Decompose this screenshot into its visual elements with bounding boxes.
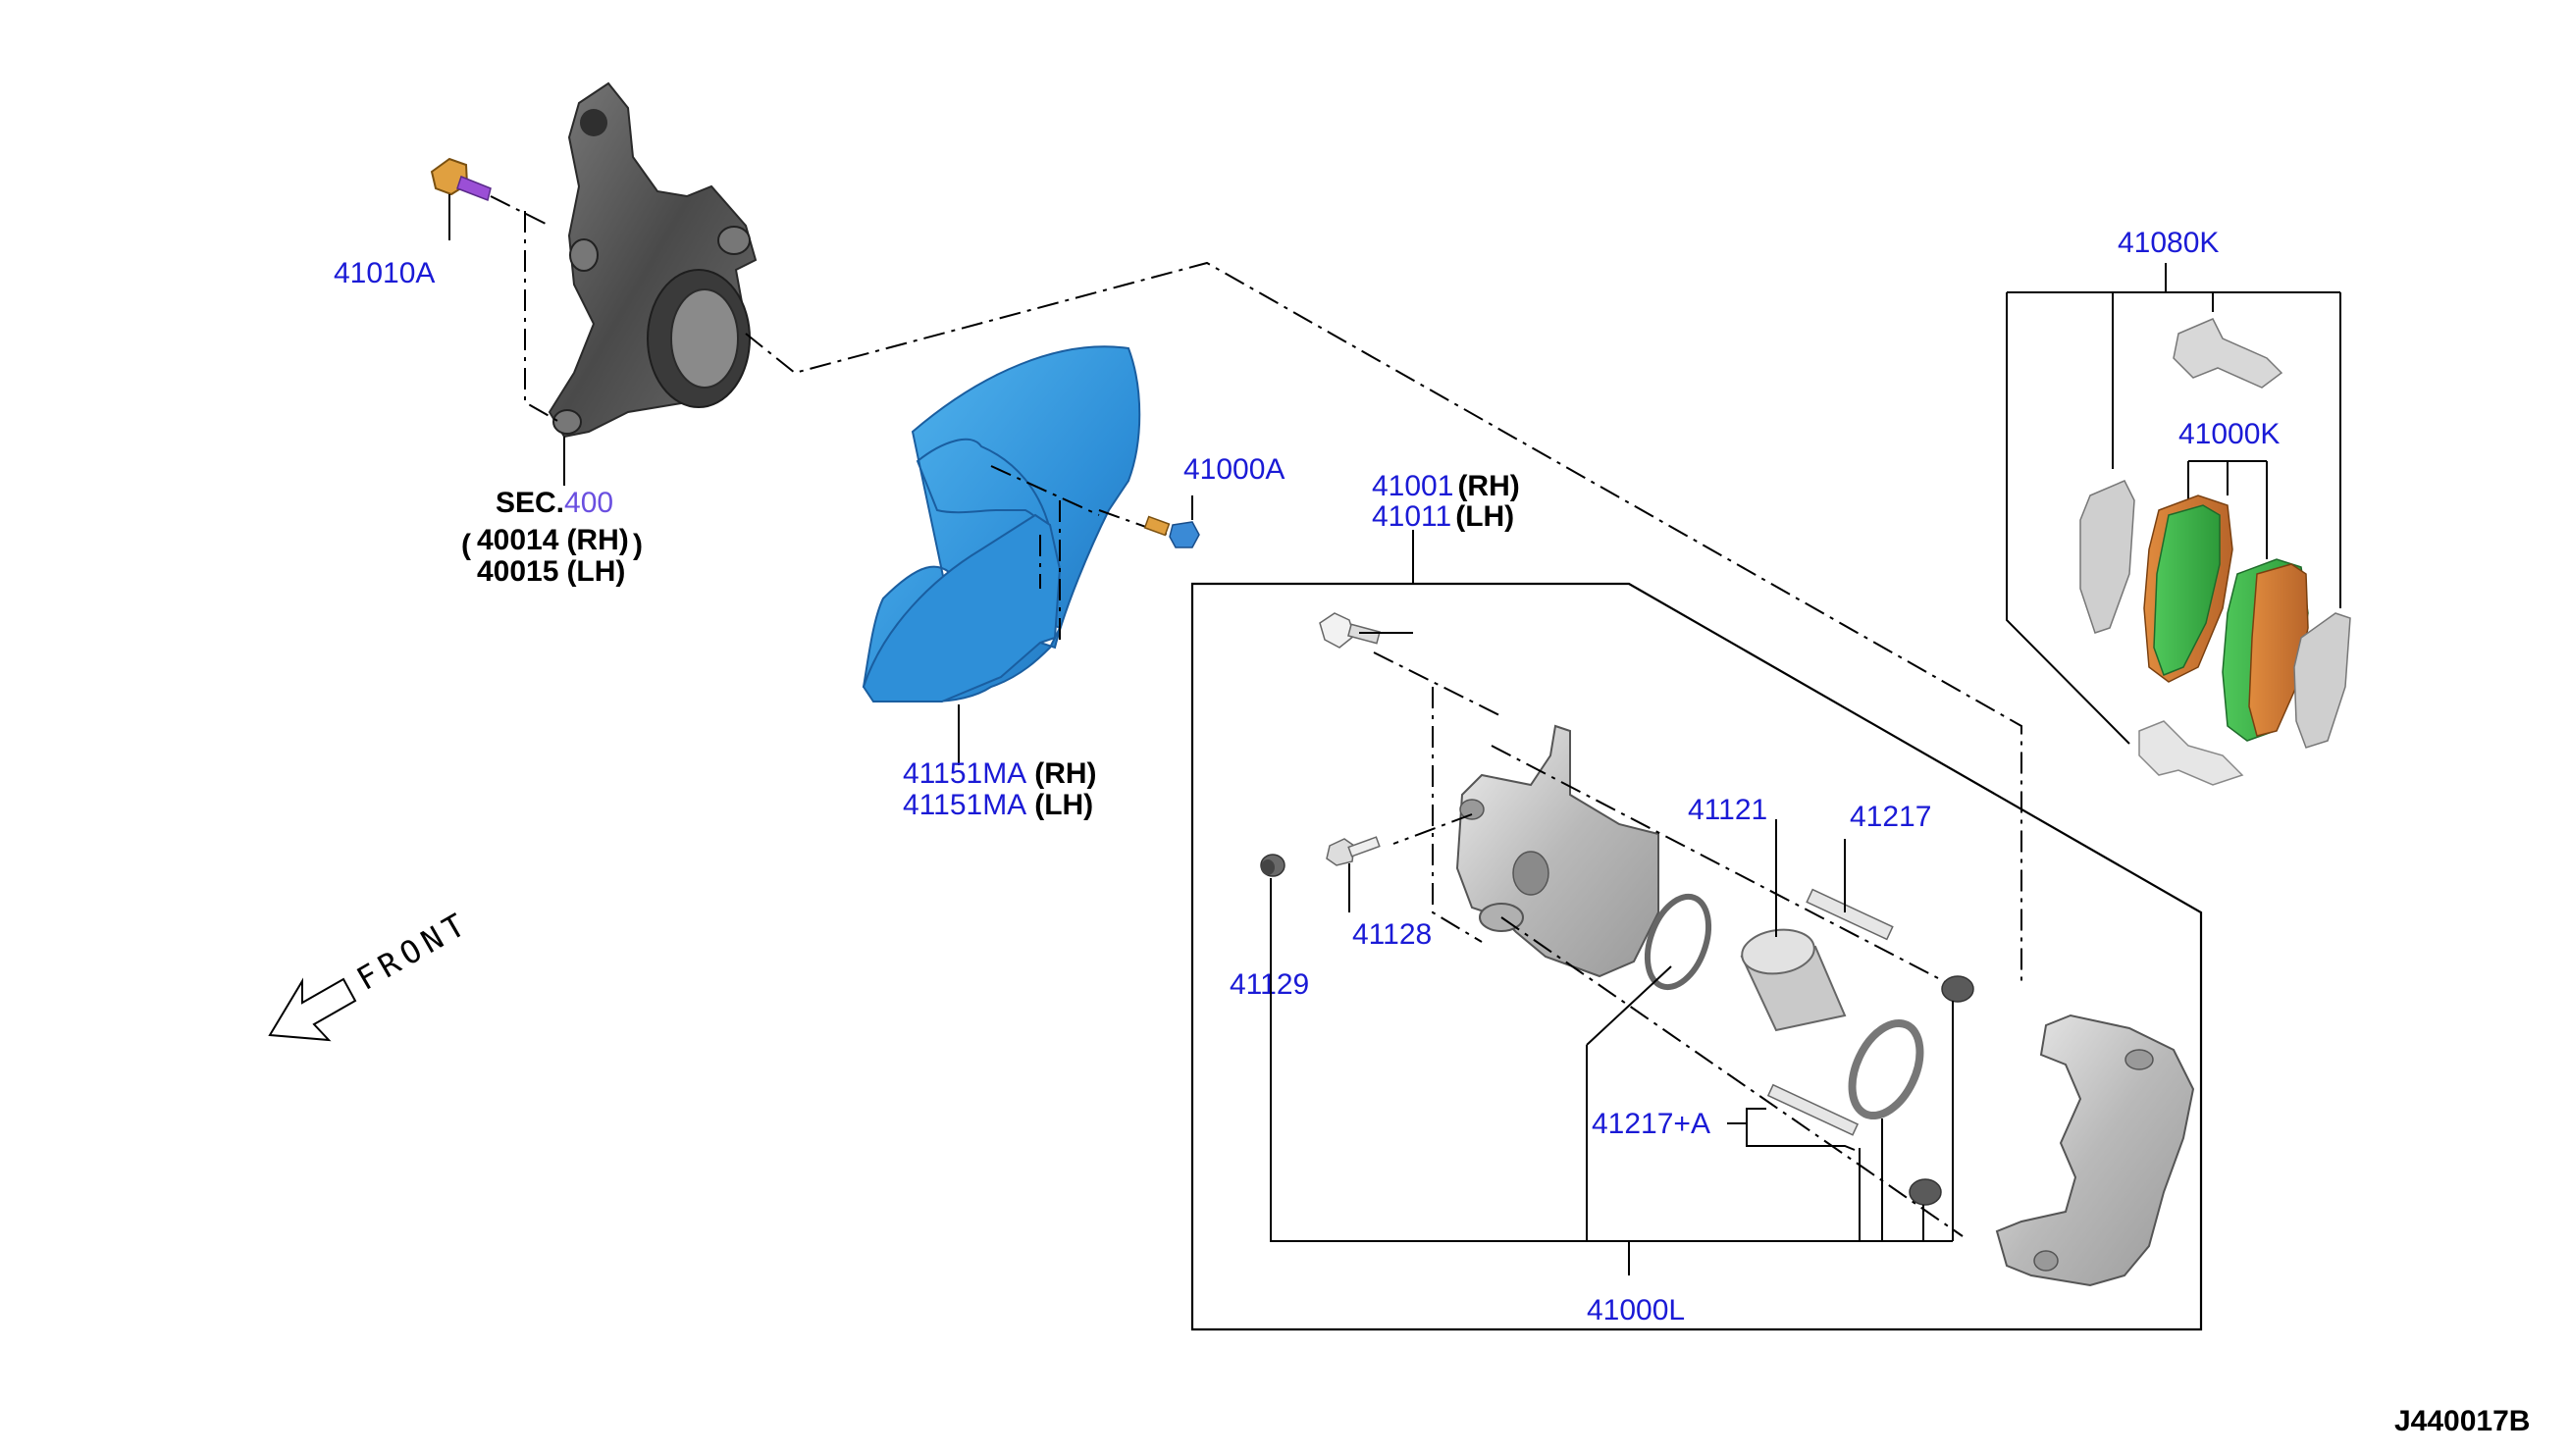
part-label-41121[interactable]: 41121 bbox=[1688, 794, 1767, 826]
shield-axis-1 bbox=[990, 465, 1100, 516]
part-label-41128[interactable]: 41128 bbox=[1352, 918, 1432, 951]
caliper-axis-v bbox=[1432, 687, 1483, 943]
front-arrow-icon bbox=[268, 977, 357, 1042]
dust-boot-ring[interactable] bbox=[1839, 1013, 1934, 1126]
splash-shield-group: 41000A 41151MA(RH) 41151MA(LH) bbox=[862, 345, 1285, 821]
splash-shield[interactable] bbox=[862, 345, 1141, 702]
part-number-40015: 40015 bbox=[477, 555, 558, 588]
bushing-upper[interactable] bbox=[1941, 975, 1974, 1003]
knuckle-group: 41010A SEC.400 ( ) 40014(RH) 40015(LH) bbox=[334, 81, 758, 588]
part-label-41011[interactable]: 41011(LH) bbox=[1372, 500, 1514, 533]
brake-pad-outer[interactable] bbox=[2222, 558, 2309, 742]
part-number-41151ma-rh: 41151MA bbox=[903, 757, 1026, 790]
brake-pad-inner[interactable] bbox=[2143, 494, 2233, 683]
bracket-open-left: ( bbox=[461, 529, 471, 561]
seal-41121[interactable] bbox=[1636, 888, 1719, 995]
caliper-body[interactable] bbox=[1455, 724, 1659, 978]
repair-kit-bracket bbox=[1270, 966, 1953, 1242]
anti-rattle-clip-upper[interactable] bbox=[2173, 318, 2283, 389]
side-rh: (RH) bbox=[1034, 757, 1096, 790]
part-label-41151ma-rh[interactable]: 41151MA(RH) bbox=[903, 757, 1097, 790]
part-label-41000a[interactable]: 41000A bbox=[1183, 453, 1285, 486]
part-number-41001: 41001 bbox=[1372, 470, 1453, 502]
part-number-41011: 41011 bbox=[1372, 500, 1451, 533]
splash-shield-lower bbox=[862, 513, 1062, 702]
part-label-41151ma-lh[interactable]: 41151MA(LH) bbox=[903, 789, 1093, 821]
knuckle-bolt-41010a[interactable] bbox=[430, 157, 492, 202]
front-indicator: FRONT bbox=[268, 904, 476, 1042]
sec-prefix: SEC. bbox=[496, 487, 564, 519]
piston[interactable] bbox=[1739, 925, 1847, 1032]
upper-pin-axis bbox=[1491, 745, 1964, 992]
part-label-41129[interactable]: 41129 bbox=[1230, 968, 1309, 1001]
pad-shim-right[interactable] bbox=[2293, 612, 2351, 749]
part-label-40015[interactable]: 40015(LH) bbox=[477, 555, 625, 588]
guide-pin-41217[interactable] bbox=[1806, 888, 1894, 941]
caliper-bracket[interactable] bbox=[1995, 1014, 2195, 1287]
part-number-40014: 40014 bbox=[477, 524, 559, 556]
bleeder-screw-41138h[interactable] bbox=[1319, 612, 1381, 649]
shield-bolt-41000a[interactable] bbox=[1143, 515, 1200, 548]
caliper-group: 41001(RH) 41011(LH) 41129 bbox=[1190, 470, 2203, 1331]
bleeder-axis bbox=[1373, 651, 1502, 717]
part-label-41000l[interactable]: 41000L bbox=[1587, 1294, 1685, 1326]
diagram-code: J440017B bbox=[2394, 1405, 2530, 1437]
knuckle-bracket bbox=[524, 211, 560, 423]
part-label-41010a[interactable]: 41010A bbox=[334, 257, 435, 289]
bushing-lower[interactable] bbox=[1909, 1178, 1942, 1206]
pad-shim-left[interactable] bbox=[2079, 480, 2135, 634]
part-label-41217a[interactable]: 41217+A bbox=[1592, 1108, 1710, 1140]
bracket-close-right: ) bbox=[633, 529, 643, 561]
sec-reference[interactable]: SEC.400 bbox=[496, 487, 613, 519]
bolt-axis bbox=[490, 195, 551, 227]
front-label: FRONT bbox=[350, 904, 476, 998]
part-number-41151ma-lh: 41151MA bbox=[903, 789, 1026, 821]
boot-41129[interactable] bbox=[1260, 854, 1285, 877]
leader-41217a bbox=[1727, 1108, 1856, 1151]
part-label-41080k[interactable]: 41080K bbox=[2118, 227, 2219, 259]
side-lh: (LH) bbox=[1455, 500, 1514, 533]
part-label-40014[interactable]: 40014(RH) bbox=[477, 524, 629, 556]
leader-41000k bbox=[2188, 460, 2267, 495]
side-lh: (LH) bbox=[1034, 789, 1093, 821]
assembly-centerline bbox=[745, 261, 2022, 981]
guide-pin-41217a[interactable] bbox=[1766, 1083, 1860, 1136]
sleeve-axis bbox=[1392, 813, 1473, 845]
side-lh: (LH) bbox=[566, 555, 625, 588]
side-rh: (RH) bbox=[1457, 470, 1519, 502]
anti-rattle-clip-lower[interactable] bbox=[2138, 720, 2244, 786]
sec-number: 400 bbox=[564, 487, 613, 519]
lower-pin-axis bbox=[1500, 916, 1964, 1237]
pad-group: 41080K 41000K bbox=[2006, 227, 2351, 786]
part-label-41001[interactable]: 41001(RH) bbox=[1372, 470, 1520, 502]
part-label-41217[interactable]: 41217 bbox=[1850, 801, 1931, 833]
caliper-assy-frame bbox=[1190, 582, 2203, 1331]
steering-knuckle[interactable] bbox=[548, 81, 758, 439]
side-rh: (RH) bbox=[566, 524, 628, 556]
hardware-bracket-left bbox=[2006, 292, 2130, 745]
leader-41121 bbox=[1586, 965, 1672, 1046]
sleeve-41128[interactable] bbox=[1326, 836, 1381, 866]
part-label-41000k[interactable]: 41000K bbox=[2178, 418, 2280, 450]
